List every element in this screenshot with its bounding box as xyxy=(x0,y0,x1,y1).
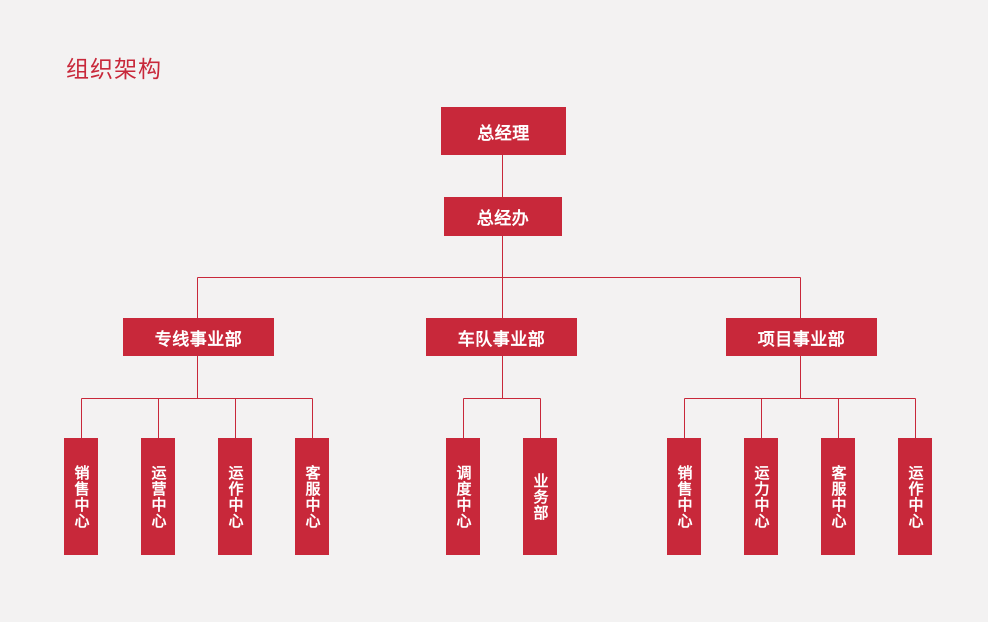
org-node-unit: 运营中心 xyxy=(141,438,175,555)
org-node-unit: 客服中心 xyxy=(295,438,329,555)
org-node-unit: 销售中心 xyxy=(667,438,701,555)
org-node-division: 专线事业部 xyxy=(123,318,274,356)
org-node-division: 车队事业部 xyxy=(426,318,577,356)
org-node-unit: 客服中心 xyxy=(821,438,855,555)
org-node-gm: 总经理 xyxy=(441,107,566,155)
org-node-gm-office: 总经办 xyxy=(444,197,562,236)
page-title: 组织架构 xyxy=(66,57,162,83)
org-node-unit: 业务部 xyxy=(523,438,557,555)
org-node-unit: 运力中心 xyxy=(744,438,778,555)
org-node-unit: 运作中心 xyxy=(898,438,932,555)
org-node-unit: 运作中心 xyxy=(218,438,252,555)
org-node-division: 项目事业部 xyxy=(726,318,877,356)
org-node-unit: 调度中心 xyxy=(446,438,480,555)
org-node-unit: 销售中心 xyxy=(64,438,98,555)
